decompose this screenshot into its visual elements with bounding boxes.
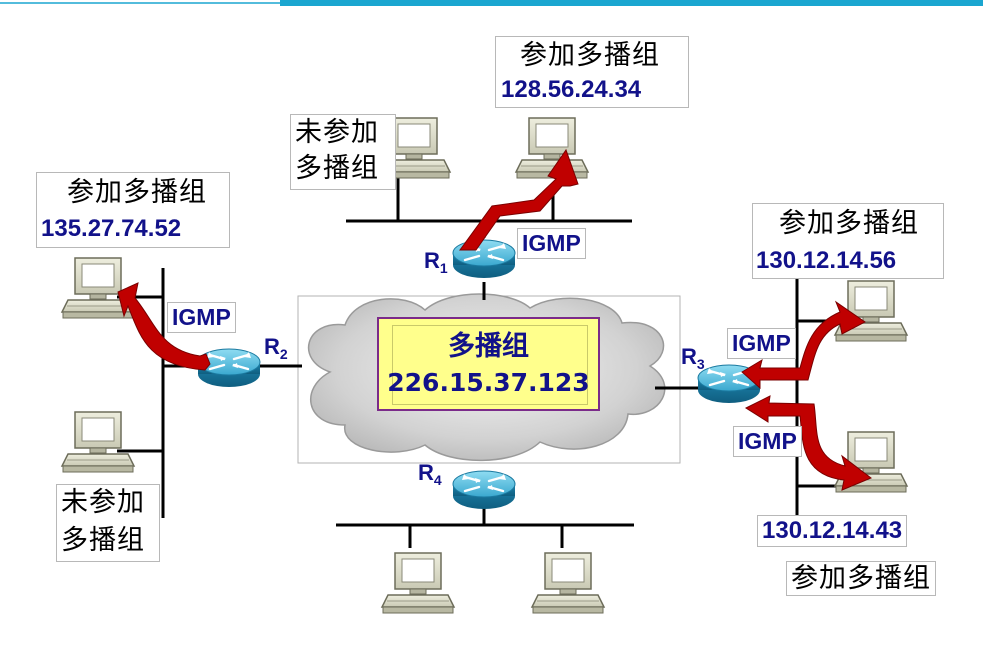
pc-bottom-right <box>531 552 605 614</box>
router-r3-label: R3 <box>681 344 705 372</box>
top-host-ip: 128.56.24.34 <box>501 76 642 103</box>
top-left-status-line1: 未参加 <box>295 117 379 148</box>
router-r2-label: R2 <box>264 334 288 362</box>
igmp-arrow-right-upper <box>741 300 866 390</box>
left-host-ip: 135.27.74.52 <box>41 215 182 242</box>
pc-bottom-left <box>381 552 455 614</box>
igmp-arrows <box>117 148 872 491</box>
router-r4-label: R4 <box>418 460 442 488</box>
multicast-group-address: 226.15.37.123 <box>387 368 590 397</box>
pc-left-lower <box>61 411 135 473</box>
router-r1-label: R1 <box>424 248 448 276</box>
top-left-host-label-box: 未参加 多播组 <box>290 114 396 190</box>
router-r1-icon <box>451 238 517 280</box>
left-bottom-host-label-box: 未参加 多播组 <box>56 484 160 562</box>
right-lower-host-status: 参加多播组 <box>786 561 936 596</box>
right-lower-host-ip: 130.12.14.43 <box>757 515 908 547</box>
top-host-status: 参加多播组 <box>520 40 660 71</box>
multicast-group-label: 多播组 <box>448 331 529 362</box>
top-host-label-box: 参加多播组 128.56.24.34 <box>495 36 689 108</box>
left-host-label-box: 参加多播组 135.27.74.52 <box>36 172 230 248</box>
router-r4-icon <box>451 469 517 511</box>
igmp-label-right-upper: IGMP <box>727 328 796 359</box>
right-upper-host-label-box: 参加多播组 130.12.14.56 <box>752 203 944 279</box>
left-bottom-status-line1: 未参加 <box>61 487 145 518</box>
top-left-status-line2: 多播组 <box>295 153 379 184</box>
multicast-group-inner-frame <box>392 325 588 405</box>
multicast-group-box <box>377 317 600 411</box>
right-upper-host-ip: 130.12.14.56 <box>756 247 897 274</box>
igmp-label-left: IGMP <box>167 302 236 333</box>
header-bar <box>280 0 983 6</box>
left-bottom-status-line2: 多播组 <box>61 525 145 556</box>
igmp-arrow-left <box>117 282 211 371</box>
igmp-arrow-top <box>459 148 579 251</box>
igmp-label-top: IGMP <box>517 228 586 259</box>
igmp-label-right-lower: IGMP <box>733 426 802 457</box>
left-host-status: 参加多播组 <box>67 177 207 208</box>
pc-top-right <box>515 117 589 179</box>
right-upper-host-status: 参加多播组 <box>779 208 919 239</box>
